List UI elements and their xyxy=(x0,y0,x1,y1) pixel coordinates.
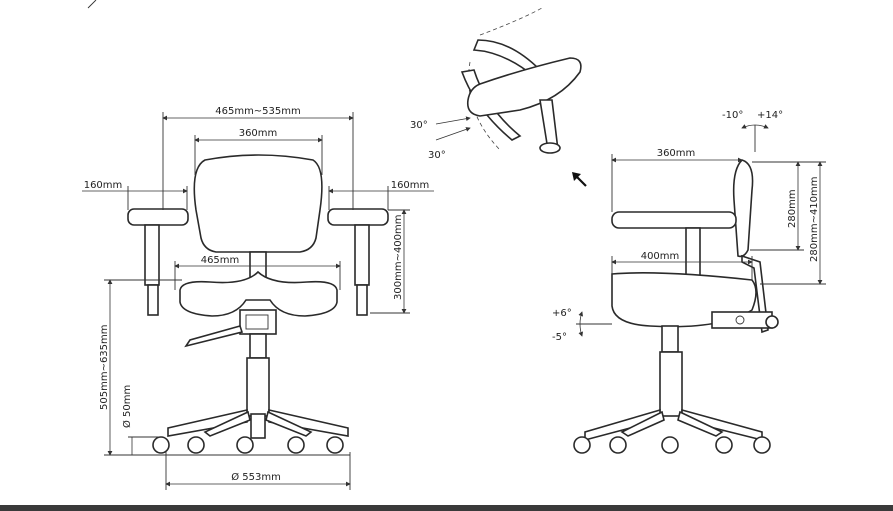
corner-stroke xyxy=(87,0,97,9)
tilt-arc-icon xyxy=(741,124,769,129)
label-angle-lower: 30° xyxy=(428,150,446,161)
caster xyxy=(187,436,205,454)
caster xyxy=(609,436,627,454)
side-column-upper xyxy=(661,325,679,353)
caster xyxy=(661,436,679,454)
side-mechanism xyxy=(711,311,773,329)
label-armpad-left: 160mm xyxy=(84,180,123,191)
side-view: -10° +14° 360mm 280mm 280mm~410mm 400mm … xyxy=(552,110,826,454)
front-base-leg-right-inner xyxy=(265,410,313,437)
mechanism-handle xyxy=(765,315,779,329)
label-angle-upper: 30° xyxy=(410,120,428,131)
caster xyxy=(287,436,305,454)
front-armpost-left xyxy=(144,224,160,286)
label-base-diameter: Ø 553mm xyxy=(231,471,281,483)
label-back-width: 360mm xyxy=(239,128,278,139)
seat-tilt-arc xyxy=(578,311,584,337)
footer-bar xyxy=(0,505,893,511)
front-armpost-right xyxy=(354,224,370,286)
label-caster: Ø 50mm xyxy=(121,385,133,428)
label-seat-width: 465mm xyxy=(201,255,240,266)
front-base-leg-center xyxy=(250,413,266,439)
label-seat-tilt-up: +6° xyxy=(552,308,572,319)
arrow-up-left-icon xyxy=(572,172,587,187)
front-armpad-right xyxy=(327,208,389,226)
front-column-lower xyxy=(246,357,270,417)
mechanism-knob xyxy=(735,315,745,325)
swivel-arc-upper xyxy=(479,7,543,36)
caster xyxy=(715,436,733,454)
label-seat-tilt-down: -5° xyxy=(552,332,567,343)
front-base-leg-left-inner xyxy=(203,410,251,437)
armpost-knob xyxy=(539,142,561,154)
label-back-depth: 360mm xyxy=(657,148,696,159)
label-seat-height: 505mm~635mm xyxy=(99,324,110,410)
side-armpad xyxy=(611,211,737,229)
angle-line-lower xyxy=(435,127,471,141)
caster xyxy=(326,436,344,454)
caster xyxy=(236,436,254,454)
front-seat-mechanism xyxy=(239,309,277,335)
front-view: 465mm~535mm 360mm 160mm 160mm 465mm 300m… xyxy=(82,106,434,490)
label-back-tilt-forward: +14° xyxy=(757,110,783,121)
caster xyxy=(753,436,771,454)
label-back-tilt-back: -10° xyxy=(722,110,743,121)
label-arm-span: 465mm~535mm xyxy=(215,106,301,117)
armpad-top xyxy=(466,57,582,117)
front-saddle-seat xyxy=(179,270,338,317)
angle-line-upper xyxy=(435,116,471,125)
side-base-leg-right-inner xyxy=(677,410,724,437)
front-mechanism-inner xyxy=(245,314,269,330)
label-armpad-right: 160mm xyxy=(391,180,430,191)
front-armpost-right-lower xyxy=(356,284,368,316)
front-armpost-left-lower xyxy=(147,284,159,316)
label-seat-depth: 400mm xyxy=(641,251,680,262)
label-back-range: 280mm~410mm xyxy=(809,176,820,262)
side-base-leg-left-inner xyxy=(620,410,665,437)
front-armpad-left xyxy=(127,208,189,226)
side-casters xyxy=(573,436,771,454)
front-casters xyxy=(152,436,344,454)
front-backrest xyxy=(193,154,323,253)
front-lever xyxy=(184,325,244,348)
top-view: 30° 30° xyxy=(410,7,582,161)
caster xyxy=(573,436,591,454)
label-arm-height: 300mm~400mm xyxy=(393,214,404,300)
side-backrest xyxy=(732,159,754,258)
caster xyxy=(152,436,170,454)
front-column-upper xyxy=(249,333,267,359)
side-column-lower xyxy=(659,351,683,417)
label-back-height: 280mm xyxy=(787,189,798,228)
